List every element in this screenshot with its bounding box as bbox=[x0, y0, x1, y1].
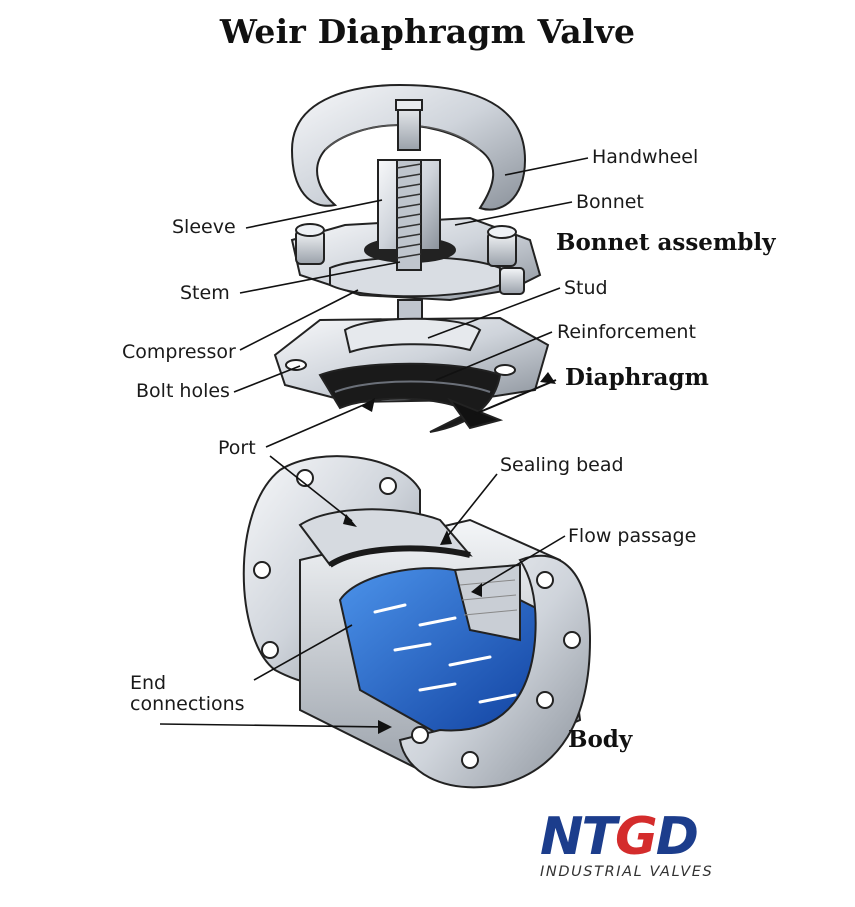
label-stud: Stud bbox=[564, 277, 608, 299]
label-reinforcement: Reinforcement bbox=[557, 321, 696, 343]
label-handwheel: Handwheel bbox=[592, 146, 699, 168]
brand-logo: NTGD INDUSTRIAL VALVES bbox=[540, 811, 740, 880]
body-part bbox=[242, 455, 592, 789]
logo-word-d: D bbox=[655, 807, 699, 867]
logo-wordmark: NTGD bbox=[540, 811, 740, 863]
label-bonnet: Bonnet bbox=[576, 191, 644, 213]
label-end-connections-line1: End bbox=[130, 672, 167, 694]
logo-word-accent: G bbox=[615, 807, 658, 867]
label-bolt-holes: Bolt holes bbox=[136, 380, 230, 402]
logo-word-nt: NT bbox=[540, 807, 617, 867]
label-sealing-bead: Sealing bead bbox=[500, 454, 624, 476]
group-label-bonnet-assembly: Bonnet assembly bbox=[556, 229, 776, 256]
label-end-connections-line2: connections bbox=[130, 693, 245, 715]
group-label-diaphragm: Diaphragm bbox=[565, 364, 709, 391]
handwheel-part bbox=[290, 83, 527, 211]
label-stem: Stem bbox=[180, 282, 230, 304]
diagram-title: Weir Diaphragm Valve bbox=[219, 12, 636, 51]
label-flow-passage: Flow passage bbox=[568, 525, 697, 547]
group-label-body: Body bbox=[568, 726, 633, 753]
diaphragm-leader bbox=[474, 379, 557, 415]
logo-subtitle: INDUSTRIAL VALVES bbox=[540, 864, 714, 880]
leader-lines bbox=[159, 157, 589, 728]
label-sleeve: Sleeve bbox=[172, 216, 236, 238]
label-port: Port bbox=[218, 437, 256, 459]
label-compressor: Compressor bbox=[122, 341, 236, 363]
diaphragm-part bbox=[273, 299, 550, 433]
